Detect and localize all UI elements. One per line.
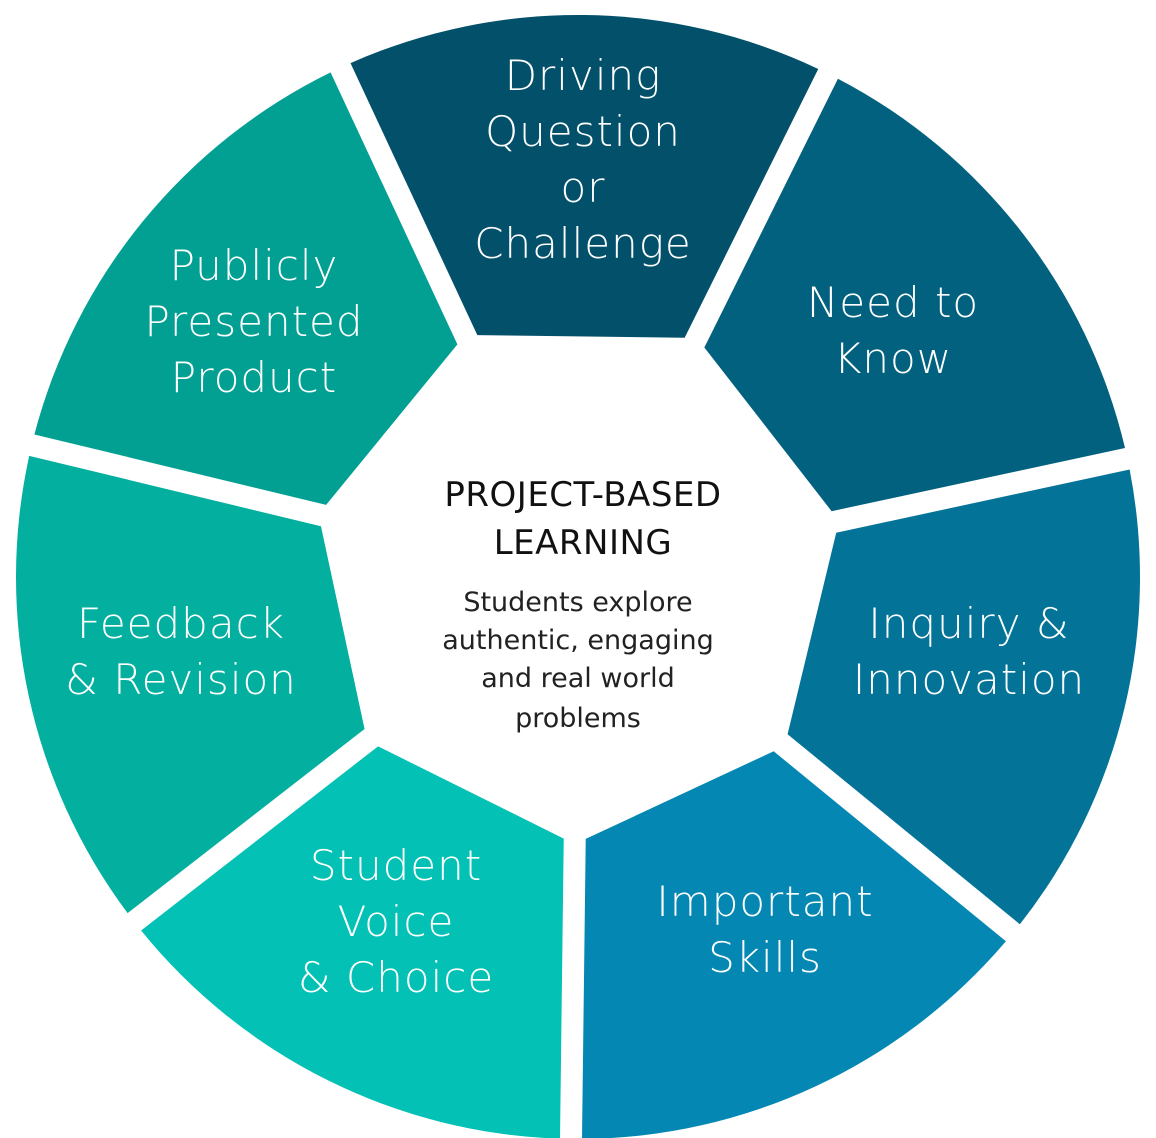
segment-label-student-voice-choice-line-1: Student (310, 841, 482, 890)
segment-label-student-voice-choice-line-2: Voice (338, 897, 455, 946)
segment-label-need-to-know-line-2: Know (834, 334, 952, 383)
center-description-line-2: authentic, engaging (442, 625, 713, 656)
center-description-line-4: problems (515, 703, 641, 734)
segment-label-feedback-revision-line-1: Feedback (77, 599, 285, 648)
center-description-line-1: Students explore (463, 587, 692, 618)
segment-label-important-skills-line-1: Important (656, 877, 873, 926)
segment-label-publicly-presented-product-line-2: Presented (144, 297, 363, 346)
segment-label-driving-question-line-4: Challenge (474, 219, 692, 268)
segment-important-skills (582, 751, 1006, 1138)
segment-label-feedback-revision-line-2: & Revision (65, 655, 297, 704)
segment-label-student-voice-choice-line-3: & Choice (298, 953, 494, 1002)
segment-label-inquiry-innovation-line-1: Inquiry & (868, 599, 1069, 648)
center-hub: PROJECT-BASED LEARNING Students explore … (442, 475, 721, 734)
segment-label-driving-question-line-3: or (561, 163, 606, 212)
wheel-segments (16, 14, 1140, 1138)
center-title-line-2: LEARNING (494, 523, 673, 563)
segment-label-driving-question-line-2: Question (485, 107, 681, 156)
segment-label-publicly-presented-product-line-1: Publicly (170, 241, 339, 290)
segment-label-publicly-presented-product-line-3: Product (171, 353, 337, 402)
segment-need-to-know (704, 78, 1126, 512)
segment-label-driving-question-line-1: Driving (505, 51, 662, 100)
segment-publicly-presented-product (34, 72, 458, 505)
segment-label-need-to-know-line-1: Need to (807, 278, 979, 327)
segment-inquiry-innovation (787, 469, 1140, 925)
segment-student-voice-choice (141, 746, 564, 1138)
segment-feedback-revision (16, 455, 365, 914)
center-title-line-1: PROJECT-BASED (444, 475, 721, 515)
segment-driving-question (350, 14, 819, 338)
center-description-line-3: and real world (481, 663, 674, 694)
segment-label-inquiry-innovation-line-2: Innovation (853, 655, 1085, 704)
segment-label-important-skills-line-2: Skills (708, 933, 822, 982)
